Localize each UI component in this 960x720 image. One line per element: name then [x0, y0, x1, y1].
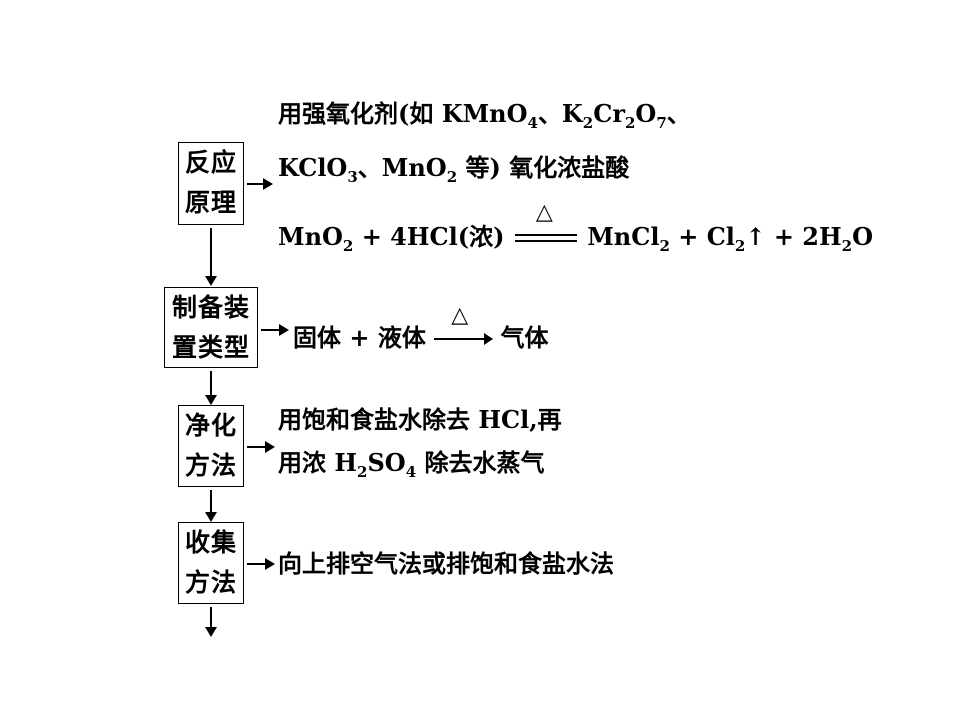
apparatus-condition: △ — [451, 303, 469, 328]
apparatus-reaction-arrow: △ — [434, 303, 494, 353]
principle-line1: 用强氧化剂(如 KMnO4、K2Cr2O7、 — [278, 99, 691, 132]
box-collection-method: 收集 方法 — [178, 522, 244, 604]
box-reaction-principle-line2: 原理 — [184, 188, 237, 217]
apparatus-text: 固体 + 液体 △ 气体 — [293, 303, 549, 353]
purification-line1: 用饱和食盐水除去 HCl,再 — [278, 405, 562, 434]
box-apparatus-type-line2: 置类型 — [171, 333, 250, 362]
arrow-down-4 — [205, 607, 217, 637]
collection-text: 向上排空气法或排饱和食盐水法 — [278, 549, 614, 578]
box-reaction-principle-line1: 反应 — [184, 148, 237, 177]
box-collection-method-line2: 方法 — [184, 568, 237, 597]
reaction-equation: MnO2 + 4HCl(浓) △ MnCl2 + Cl2↑ + 2H2O — [278, 200, 874, 255]
arrow-to-purification — [247, 441, 275, 453]
arrow-down-2 — [205, 371, 217, 405]
arrow-down-3 — [205, 490, 217, 522]
box-purification-method-line1: 净化 — [184, 411, 237, 440]
box-apparatus-type: 制备装 置类型 — [164, 287, 258, 368]
box-purification-method-line2: 方法 — [184, 451, 237, 480]
equation-condition: △ — [535, 200, 553, 225]
box-reaction-principle: 反应 原理 — [178, 142, 244, 225]
arrow-to-apparatus — [261, 324, 289, 336]
box-collection-method-line1: 收集 — [184, 528, 237, 557]
box-apparatus-type-line1: 制备装 — [171, 293, 250, 322]
arrow-to-collection — [247, 558, 275, 570]
arrow-to-principle — [247, 178, 273, 190]
purification-line2: 用浓 H2SO4 除去水蒸气 — [278, 448, 545, 481]
principle-line2: KClO3、MnO2 等) 氧化浓盐酸 — [278, 153, 630, 186]
equation-equals: △ — [513, 200, 579, 252]
box-purification-method: 净化 方法 — [178, 405, 244, 487]
arrow-down-1 — [205, 228, 217, 286]
